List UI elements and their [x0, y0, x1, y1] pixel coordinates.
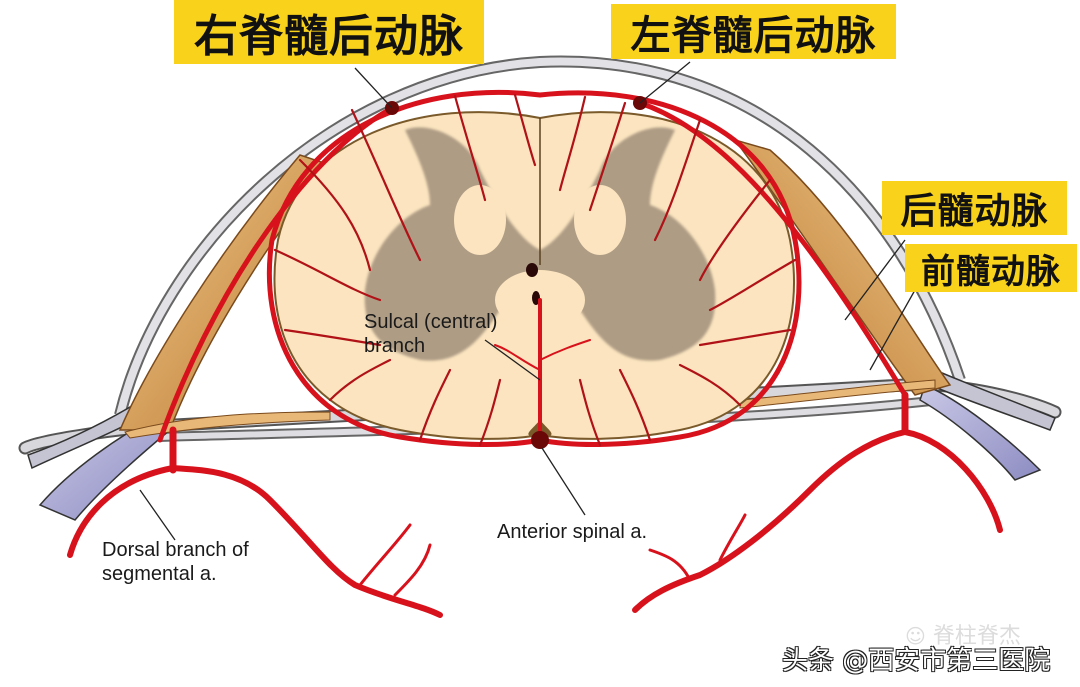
watermark-source: 头条 @西安市第三医院 — [782, 646, 1051, 676]
label-sulcal-line1: Sulcal (central) — [364, 311, 498, 333]
label-anterior-medullary-artery: 前髓动脉 — [905, 244, 1077, 292]
wechat-icon: ☺ — [905, 624, 926, 648]
label-sulcal-branch: Sulcal (central) branch — [364, 310, 497, 358]
arteries — [67, 89, 1003, 618]
label-sulcal-line2: branch — [364, 335, 426, 357]
label-left-posterior-spinal-artery: 左脊髓后动脉 — [611, 4, 896, 59]
label-right-posterior-spinal-artery: 右脊髓后动脉 — [174, 0, 484, 64]
leader-lines — [139, 61, 916, 541]
watermark-faint: ☺ 脊柱脊杰 — [905, 618, 1021, 650]
veins — [27, 368, 1056, 521]
label-dorsal-branch: Dorsal branch of segmental a. — [102, 538, 249, 586]
gray-matter — [364, 127, 716, 361]
central-canal — [526, 263, 538, 277]
spinal-cord — [273, 111, 796, 440]
label-dorsal-line2: segmental a. — [102, 563, 217, 585]
watermark-faint-text: 脊柱脊杰 — [932, 624, 1021, 649]
label-anterior-spinal-artery: Anterior spinal a. — [497, 521, 648, 543]
label-dorsal-line1: Dorsal branch of — [102, 539, 249, 561]
label-posterior-medullary-artery: 后髓动脉 — [882, 181, 1067, 235]
